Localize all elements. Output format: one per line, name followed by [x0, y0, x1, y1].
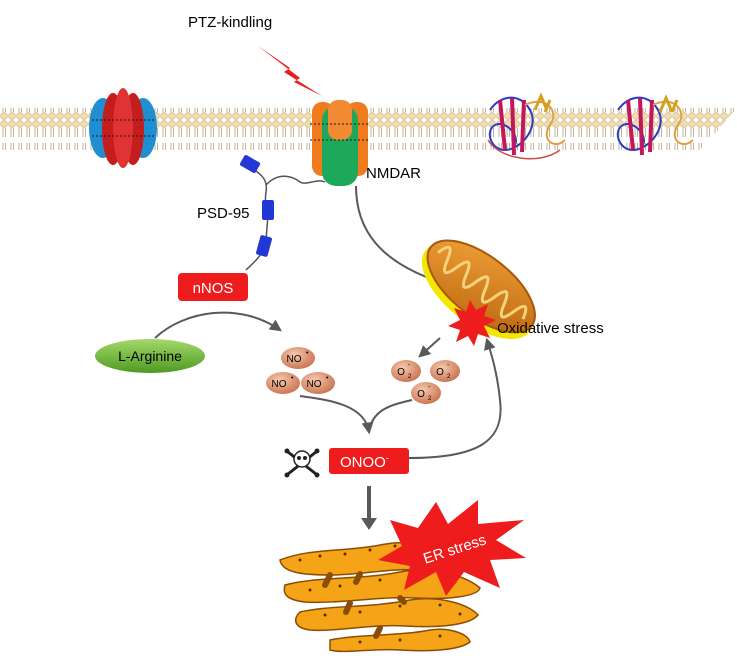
- oxidative-label: Oxidative stress: [497, 320, 604, 337]
- receptor-label: NMDAR: [366, 165, 421, 182]
- svg-text:NO: NO: [272, 379, 287, 390]
- superoxide-molecule: O 2 -: [411, 382, 441, 404]
- lightning-bolt-icon: [258, 46, 322, 96]
- svg-text:2: 2: [447, 374, 451, 380]
- svg-text:•: •: [291, 375, 294, 382]
- membrane-protein-ribbon: [616, 94, 694, 156]
- superoxide-molecule: O 2 -: [430, 360, 460, 382]
- stimulus-label: PTZ-kindling: [188, 14, 272, 31]
- scaffold-label: PSD-95: [197, 205, 250, 222]
- enzyme-label: nNOS: [193, 280, 234, 297]
- l-arginine-node: [95, 339, 205, 373]
- nmdar-receptor: [310, 100, 370, 186]
- arrow-arginine-to-no: [154, 311, 282, 339]
- arrow-no-to-onoo: [299, 395, 374, 435]
- skull-crossbones-icon: [284, 448, 320, 478]
- svg-text:•: •: [306, 350, 309, 357]
- arrow-onoo-feedback: [408, 337, 502, 459]
- svg-text:O: O: [436, 367, 444, 378]
- svg-text:-: -: [408, 362, 411, 369]
- er-stress-burst-icon: [378, 500, 526, 596]
- svg-text:NO: NO: [307, 379, 322, 390]
- mitochondrion: [421, 239, 536, 339]
- svg-text:2: 2: [428, 396, 432, 402]
- ion-channel: [89, 88, 157, 168]
- psd95-scaffold: [239, 155, 326, 271]
- membrane-protein-ribbon: [487, 92, 566, 160]
- arrow-superoxide-to-onoo: [368, 399, 413, 433]
- arrow-mitochondria-to-superoxide: [418, 337, 441, 358]
- peroxynitrite-label: ONOO-: [340, 453, 389, 471]
- no-molecule: NO •: [301, 372, 335, 394]
- svg-text:•: •: [326, 375, 329, 382]
- svg-text:O: O: [397, 367, 405, 378]
- onoo-box: [329, 448, 409, 474]
- no-molecule: NO •: [281, 347, 315, 369]
- nnos-box: [178, 273, 248, 301]
- substrate-label: L-Arginine: [118, 348, 182, 364]
- oxidative-burst-icon: [448, 300, 496, 346]
- svg-text:-: -: [447, 362, 450, 369]
- svg-text:NO: NO: [287, 354, 302, 365]
- svg-text:O: O: [417, 389, 425, 400]
- superoxide-molecule: O 2 -: [391, 360, 421, 382]
- arrow-nmdar-to-mitochondria: [355, 185, 443, 285]
- arrowhead-down: [361, 518, 377, 530]
- no-molecule: NO •: [266, 372, 300, 394]
- svg-text:-: -: [428, 384, 431, 391]
- svg-text:2: 2: [408, 374, 412, 380]
